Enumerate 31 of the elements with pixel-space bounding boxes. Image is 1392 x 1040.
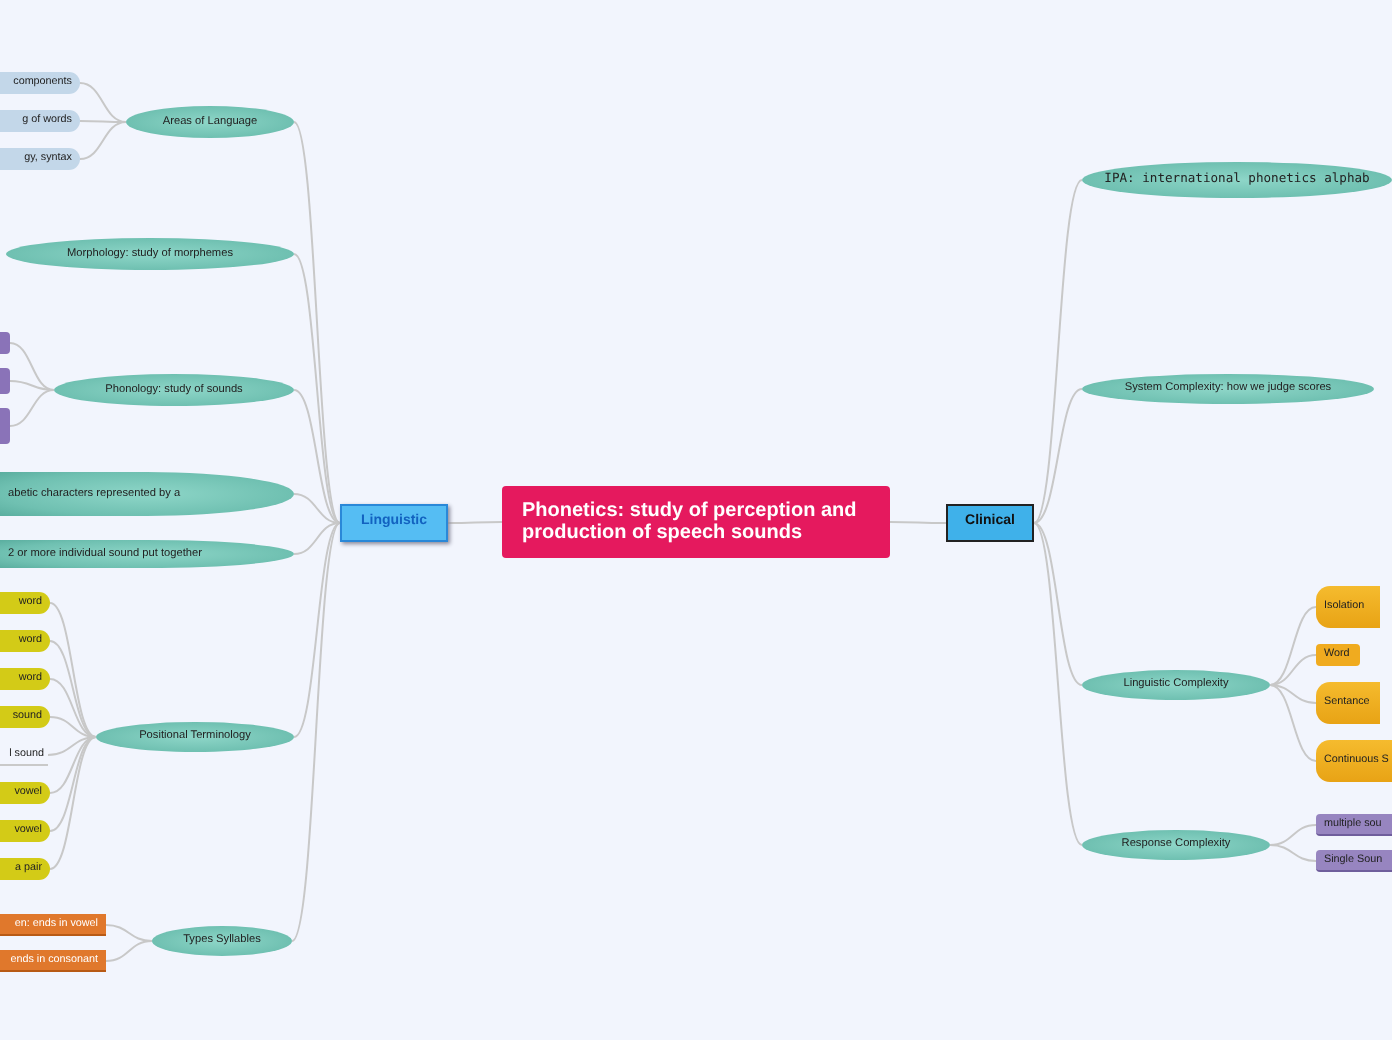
connector-line [293,522,341,555]
connector-line [1033,388,1083,524]
connector-line [1269,654,1317,686]
central-topic: Phonetics: study of perception and production of speech sounds [502,486,890,558]
connector-line [9,380,55,391]
connector-line [293,522,341,738]
connector-line [1269,684,1317,762]
connector-line [1269,844,1317,862]
connector-line [291,522,341,942]
connector-line [79,121,127,160]
connector-line [1269,824,1317,846]
connector-line [447,521,503,524]
connector-line [105,940,153,962]
connector-line [293,389,341,524]
connector-line [1033,522,1083,686]
connector-line [1269,606,1317,686]
box-shape [0,332,10,354]
connector-line [293,121,341,524]
connector-line [49,640,97,738]
connector-line [1033,179,1083,524]
connector-line [49,736,97,832]
connector-line [889,521,947,524]
connector-line [79,82,127,123]
box-shape [0,368,10,394]
connector-line [293,253,341,524]
connector-line [293,493,341,524]
connector-line [1269,684,1317,704]
connector-line [49,736,97,870]
connector-line [9,342,55,391]
connector-line [1033,522,1083,846]
box-shape [0,408,10,444]
